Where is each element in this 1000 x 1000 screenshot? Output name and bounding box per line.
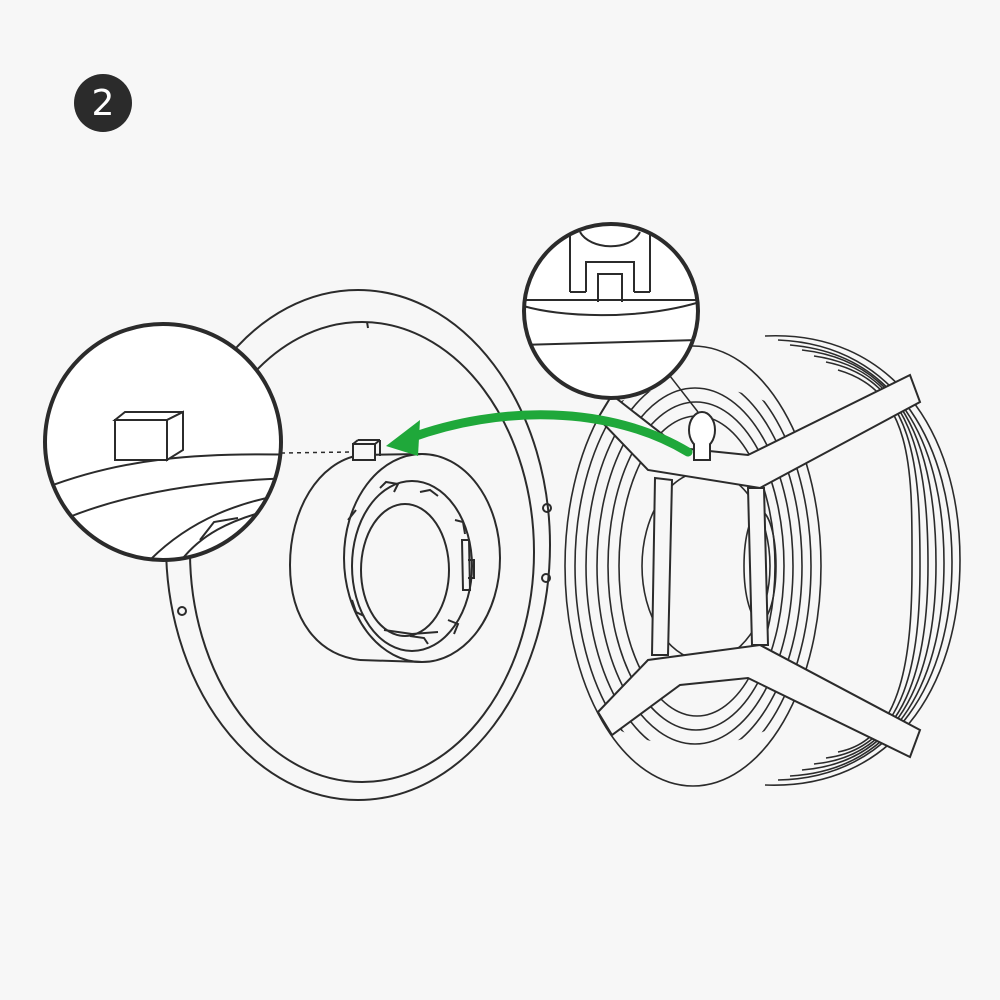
callout-left [43, 322, 283, 562]
step-number-badge: 2 [74, 74, 132, 132]
coil-face-rings [574, 386, 812, 746]
leader-solid [669, 375, 699, 413]
curved-arrow-icon [386, 410, 693, 457]
callout-right [522, 222, 700, 400]
leader-dashed [280, 451, 351, 454]
step-number: 2 [91, 82, 115, 124]
coil-slot [688, 411, 716, 461]
flange-hole-1 [542, 503, 552, 513]
retaining-bands [596, 373, 922, 759]
flange-hole-2 [541, 573, 551, 583]
flange-hole-3 [177, 606, 187, 616]
spool-hub [288, 453, 501, 663]
hub-tab [352, 439, 381, 461]
